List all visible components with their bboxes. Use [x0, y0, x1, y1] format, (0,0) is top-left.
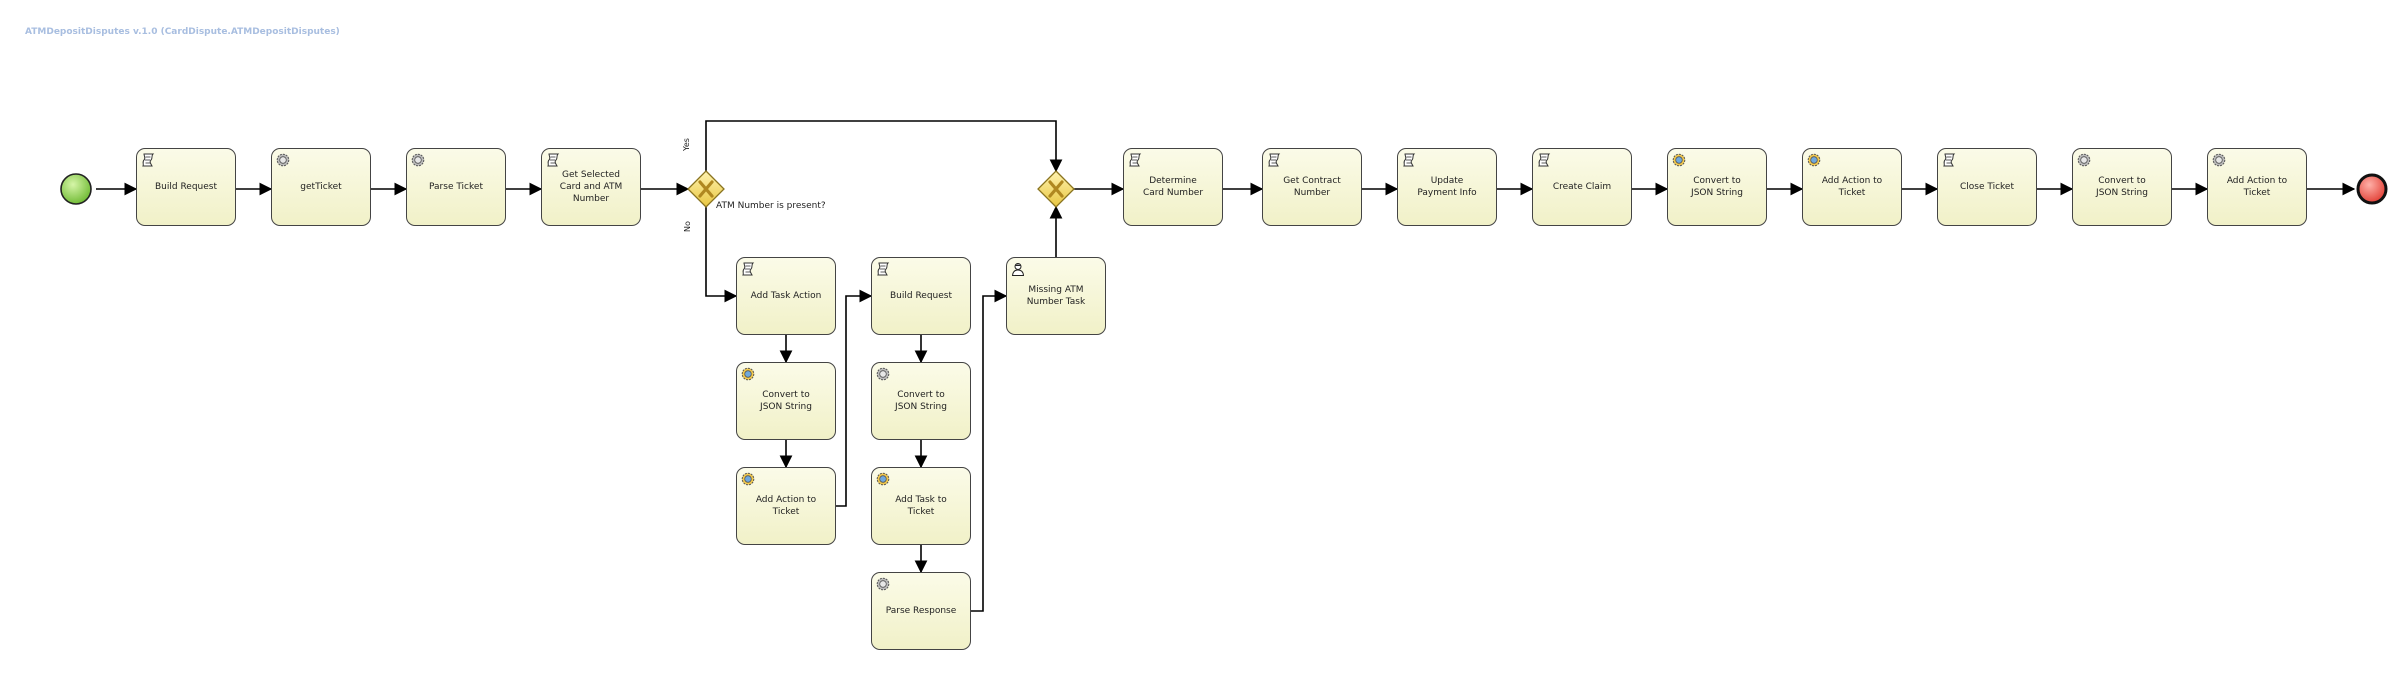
task-label: getTicket: [300, 182, 342, 192]
gear-icon: [2212, 153, 2226, 167]
task-label: Determine Card Number: [1142, 176, 1204, 198]
gear-icon: [741, 472, 755, 486]
script-icon: [877, 262, 890, 276]
task-t5[interactable]: Determine Card Number: [1123, 148, 1223, 226]
script-icon: [547, 153, 560, 167]
no-flow-label: No: [682, 221, 692, 232]
gear-icon: [876, 367, 890, 381]
task-t3[interactable]: Parse Ticket: [406, 148, 506, 226]
gear-icon: [411, 153, 425, 167]
task-label: Get Contract Number: [1283, 176, 1341, 198]
task-label: Parse Ticket: [429, 182, 483, 192]
task-label: Close Ticket: [1959, 182, 2014, 192]
task-t14[interactable]: Add Task Action: [736, 257, 836, 335]
gear-icon: [276, 153, 290, 167]
exclusive-gateway-split[interactable]: [686, 169, 726, 209]
end-event[interactable]: [2352, 169, 2392, 209]
task-t1[interactable]: Build Request: [136, 148, 236, 226]
sequence-flow-7[interactable]: [705, 207, 738, 303]
task-t9[interactable]: Convert to JSON String: [1667, 148, 1767, 226]
task-t6[interactable]: Get Contract Number: [1262, 148, 1362, 226]
diagram-title: ATMDepositDisputes v.1.0 (CardDispute.AT…: [25, 27, 340, 37]
task-label: Build Request: [889, 291, 952, 301]
task-label: Missing ATM Number Task: [1026, 285, 1086, 307]
task-t11[interactable]: Close Ticket: [1937, 148, 2037, 226]
task-t16[interactable]: Add Action to Ticket: [736, 467, 836, 545]
task-label: Get Selected Card and ATM Number: [559, 170, 623, 204]
task-label: Convert to JSON String: [2096, 176, 2148, 198]
user-icon: [1011, 263, 1025, 276]
task-label: Convert to JSON String: [1691, 176, 1743, 198]
script-icon: [1943, 153, 1956, 167]
task-t17[interactable]: Build Request: [871, 257, 971, 335]
gear-icon: [876, 472, 890, 486]
task-label: Parse Response: [885, 606, 957, 616]
x-icon: [1048, 180, 1064, 198]
task-label: Add Action to Ticket: [1821, 176, 1883, 198]
task-t8[interactable]: Create Claim: [1532, 148, 1632, 226]
script-icon: [1538, 153, 1551, 167]
script-icon: [1268, 153, 1281, 167]
sequence-flow-14[interactable]: [971, 289, 1008, 612]
task-t10[interactable]: Add Action to Ticket: [1802, 148, 1902, 226]
task-t21[interactable]: Missing ATM Number Task: [1006, 257, 1106, 335]
task-label: Build Request: [154, 182, 217, 192]
gear-icon: [1807, 153, 1821, 167]
task-t20[interactable]: Parse Response: [871, 572, 971, 650]
task-label: Add Action to Ticket: [2226, 176, 2288, 198]
script-icon: [1403, 153, 1416, 167]
task-label: Update Payment Info: [1417, 176, 1477, 198]
gear-icon: [876, 577, 890, 591]
task-label: Convert to JSON String: [760, 390, 812, 412]
sequence-flow-6[interactable]: [705, 120, 1063, 173]
task-t4[interactable]: Get Selected Card and ATM Number: [541, 148, 641, 226]
task-label: Create Claim: [1552, 182, 1612, 192]
yes-flow-label: Yes: [681, 138, 691, 151]
task-label: Add Task to Ticket: [895, 495, 947, 517]
gear-icon: [741, 367, 755, 381]
start-event[interactable]: [56, 169, 96, 209]
task-t2[interactable]: getTicket: [271, 148, 371, 226]
task-t15[interactable]: Convert to JSON String: [736, 362, 836, 440]
script-icon: [1129, 153, 1142, 167]
task-t19[interactable]: Add Task to Ticket: [871, 467, 971, 545]
task-label: Convert to JSON String: [895, 390, 947, 412]
task-label: Add Action to Ticket: [755, 495, 817, 517]
gear-icon: [2077, 153, 2091, 167]
task-label: Add Task Action: [750, 291, 822, 301]
gateway-question-label: ATM Number is present?: [716, 201, 826, 211]
script-icon: [742, 262, 755, 276]
exclusive-gateway-merge[interactable]: [1036, 169, 1076, 209]
task-t12[interactable]: Convert to JSON String: [2072, 148, 2172, 226]
sequence-flow-10[interactable]: [836, 289, 873, 507]
gear-icon: [1672, 153, 1686, 167]
task-t13[interactable]: Add Action to Ticket: [2207, 148, 2307, 226]
x-icon: [698, 180, 714, 198]
task-t18[interactable]: Convert to JSON String: [871, 362, 971, 440]
script-icon: [142, 153, 155, 167]
task-t7[interactable]: Update Payment Info: [1397, 148, 1497, 226]
